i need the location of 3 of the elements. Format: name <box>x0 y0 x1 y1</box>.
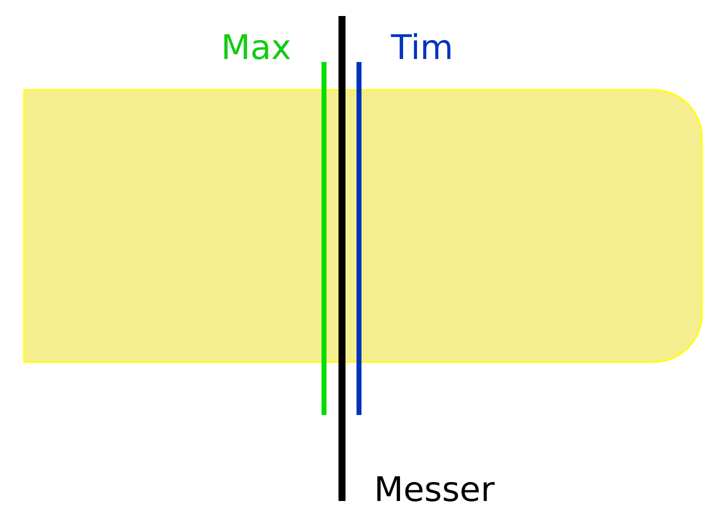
person-label: Tim <box>391 28 454 68</box>
tool-label: Messer <box>374 470 495 510</box>
person-label: Max <box>221 28 292 68</box>
